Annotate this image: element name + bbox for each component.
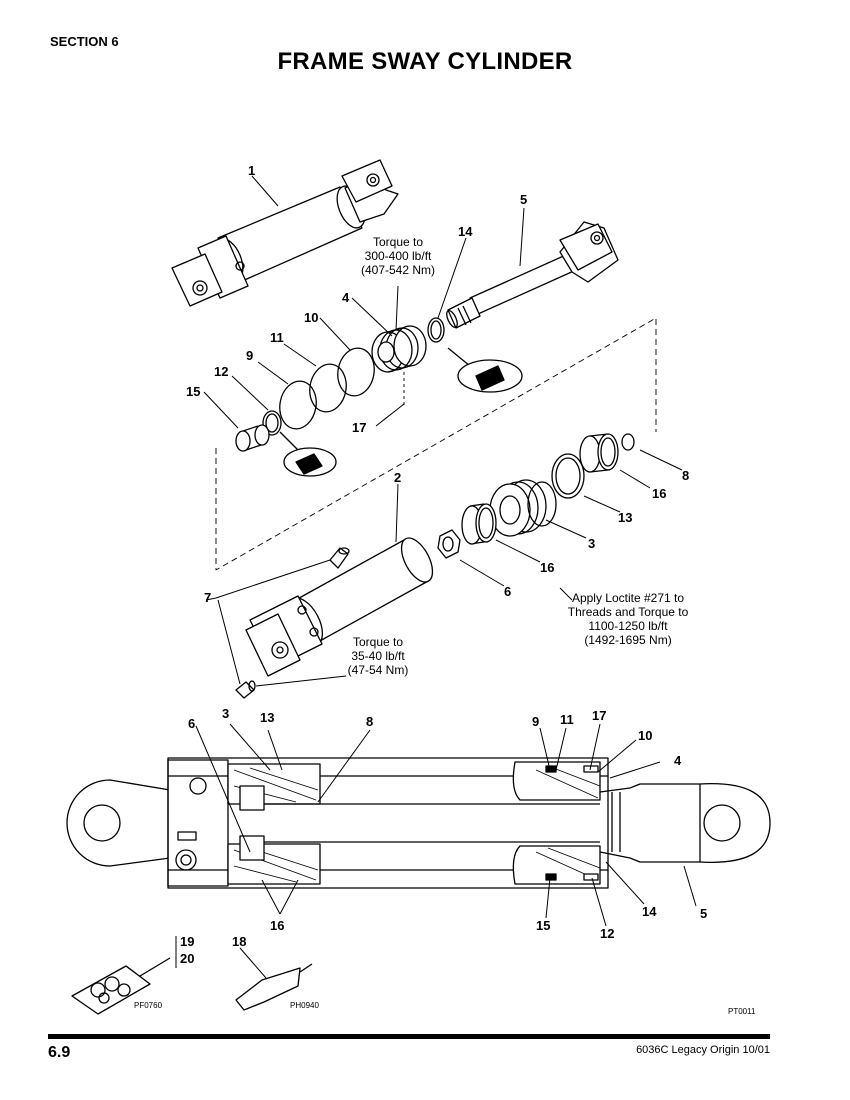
callout-12-section: 12 [600,926,614,941]
rod-drawing [446,221,619,329]
callout-5: 5 [520,192,527,207]
page-number: 6.9 [48,1044,71,1061]
image-code-figure: PT0011 [728,1007,756,1016]
callout-11-section: 11 [560,712,574,727]
callout-13-section: 13 [260,710,274,725]
callout-10: 10 [304,310,318,325]
callout-8-section: 8 [366,714,373,729]
note-torque-piston-line1: Torque to [373,235,423,249]
callout-9: 9 [246,348,253,363]
footer-rule [48,1034,770,1039]
grease-tube-drawing [235,963,313,1011]
piston-seal-3-drawing [489,479,557,537]
callout-19: 19 [180,934,194,949]
note-torque-piston-line3: (407-542 Nm) [361,263,435,277]
callout-1: 1 [248,163,255,178]
note-torque-fitting-line3: (47-54 Nm) [348,663,409,677]
callout-15-section: 15 [536,918,550,933]
note-torque-fitting-line1: Torque to [353,635,403,649]
image-code-tube: PH0940 [290,1001,319,1010]
callout-17-section: 17 [592,708,606,723]
wear-ring-16-upper-drawing [579,433,619,473]
callout-3: 3 [588,536,595,551]
callout-6-section: 6 [188,716,195,731]
callout-3-section: 3 [222,706,229,721]
callout-12: 12 [214,364,228,379]
callout-16-lower: 16 [540,560,554,575]
seal-13-drawing [551,453,585,499]
backup-ring-12-drawing [262,410,282,436]
callout-18: 18 [232,934,246,949]
callout-14-section: 14 [642,904,657,919]
cross-section-drawing [66,757,771,889]
callout-7: 7 [204,590,211,605]
detail-bubble-left [279,431,337,477]
note-loctite-line1: Apply Loctite #271 to [572,591,684,605]
callout-9-section: 9 [532,714,539,729]
piston-drawing [371,325,427,373]
document-id: 6036C Legacy Origin 10/01 [636,1044,770,1056]
note-loctite-line2: Threads and Torque to [568,605,689,619]
leader-lines [175,175,697,979]
fitting-7-upper-drawing [329,547,350,569]
callout-5-section: 5 [700,906,707,921]
o-ring-8-drawing [621,433,635,451]
callout-2: 2 [394,470,401,485]
section-label: SECTION 6 [50,34,119,49]
callout-10-section: 10 [638,728,652,743]
callout-17: 17 [352,420,366,435]
callout-20: 20 [180,951,194,966]
fitting-7-lower-drawing [235,680,256,699]
callout-15: 15 [186,384,200,399]
image-code-seal-kit: PF0760 [134,1001,163,1010]
detail-bubble-top-right [447,347,523,393]
callout-4-section: 4 [674,753,682,768]
callout-16-upper: 16 [652,486,666,501]
note-loctite-line4: (1492-1695 Nm) [584,633,671,647]
nut-6-drawing [437,529,461,559]
ring-14-drawing [427,317,445,343]
barrel-2-drawing [245,537,434,677]
page-title: FRAME SWAY CYLINDER [277,48,573,75]
assembly-dashed-line [215,317,657,571]
callout-6: 6 [504,584,511,599]
callout-16-section: 16 [270,918,284,933]
cylinder-assembly-drawing [171,159,399,307]
o-ring-10-drawing [337,347,375,397]
callout-11: 11 [270,330,284,345]
note-torque-piston-line2: 300-400 lb/ft [365,249,432,263]
o-ring-9-drawing [279,380,317,430]
note-loctite-line3: 1100-1250 lb/ft [588,619,668,633]
wear-ring-15-drawing [235,424,270,452]
callout-4: 4 [342,290,350,305]
callout-8: 8 [682,468,689,483]
callout-13: 13 [618,510,632,525]
note-torque-fitting-line2: 35-40 lb/ft [351,649,405,663]
wear-ring-16-lower-drawing [461,503,497,545]
callout-14: 14 [458,224,473,239]
seal-kit-bag-drawing [71,957,171,1015]
